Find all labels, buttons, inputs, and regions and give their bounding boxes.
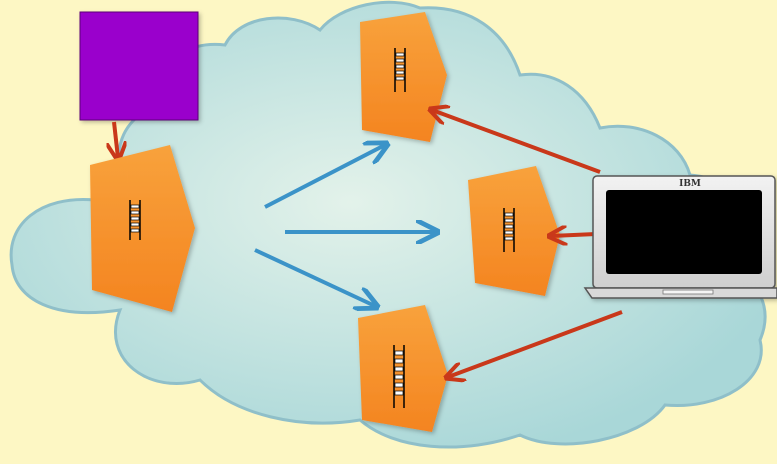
- queue-node-bottom[interactable]: [358, 305, 448, 432]
- source-box[interactable]: [79, 11, 199, 121]
- laptop-brand-label: IBM: [679, 179, 701, 189]
- laptop-screen: [606, 190, 762, 274]
- laptop-to-bottom-node-arrow: [448, 310, 623, 377]
- queue-node-middle[interactable]: [468, 166, 560, 296]
- source-to-node-arrow: [114, 121, 118, 158]
- fanout-arrow-top: [264, 145, 385, 209]
- queue-icon: [129, 200, 141, 240]
- laptop-to-middle-node-arrow: [551, 234, 597, 236]
- queue-node-left[interactable]: [90, 145, 195, 312]
- queue-icon: [503, 208, 515, 252]
- laptop-trackpad: [662, 289, 714, 295]
- laptop-icon[interactable]: IBM: [583, 175, 777, 299]
- laptop-to-top-node-arrow: [432, 110, 601, 174]
- fanout-arrow-bottom: [254, 248, 375, 306]
- queue-icon: [394, 48, 406, 92]
- queue-icon: [393, 345, 405, 408]
